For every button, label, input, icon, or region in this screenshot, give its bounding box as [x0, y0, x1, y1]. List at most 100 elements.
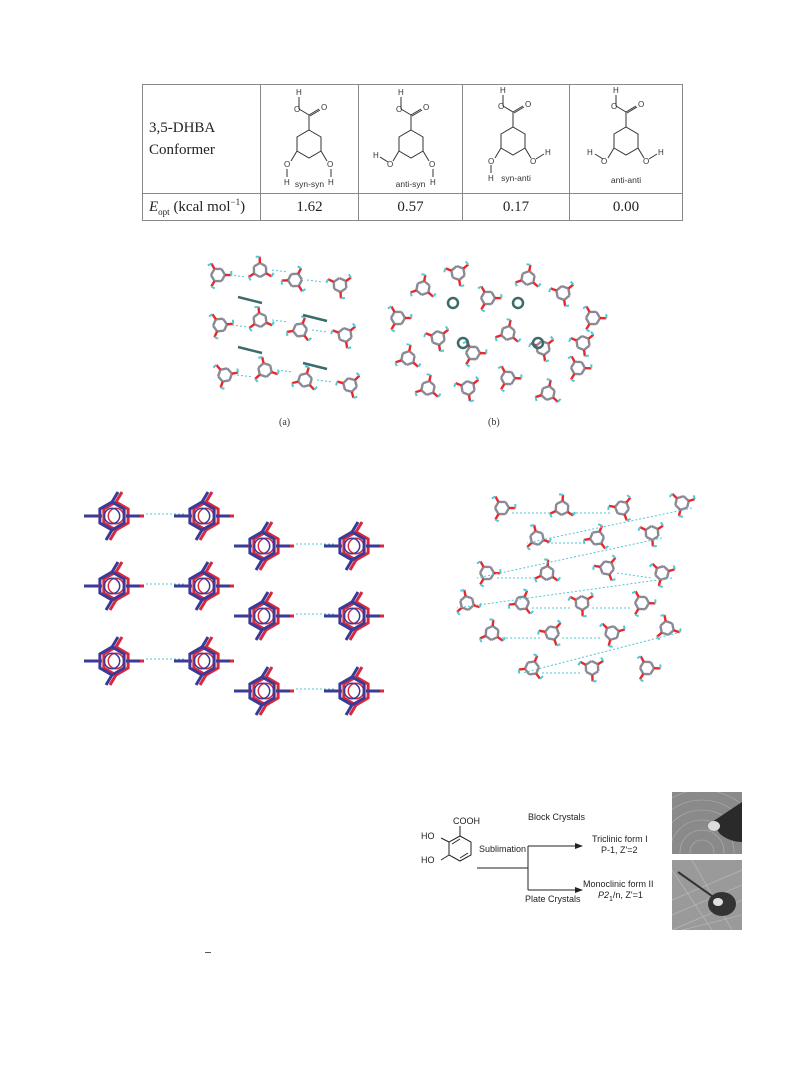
overlay-molecule	[324, 521, 380, 571]
form1-detail: P-1, Z'=2	[601, 845, 638, 855]
caption-a: (a)	[279, 417, 291, 428]
overlay-molecule	[84, 636, 140, 686]
overlay-molecule	[234, 666, 290, 716]
solvent-molecule	[302, 313, 328, 323]
molecule	[330, 322, 357, 350]
overlay-molecule	[174, 491, 230, 541]
overlay-molecule	[234, 591, 290, 641]
svg-text:H: H	[398, 88, 404, 97]
plate-crystals-label: Plate Crystals	[525, 894, 581, 904]
svg-text:H: H	[545, 148, 551, 157]
molecule	[528, 335, 555, 363]
solvent-molecule	[531, 336, 545, 350]
molecule	[212, 364, 240, 390]
form2-name: Monoclinic form II	[583, 879, 654, 889]
molecule	[335, 372, 361, 399]
solvent-molecule	[511, 296, 525, 310]
overbar-mark	[205, 952, 211, 953]
hydrogen-bond	[316, 379, 334, 383]
overlay-molecule	[324, 591, 380, 641]
svg-text:H: H	[296, 88, 302, 97]
svg-text:O: O	[321, 103, 327, 112]
molecule	[409, 273, 437, 298]
molecule	[526, 524, 552, 551]
svg-text:O: O	[488, 157, 494, 166]
molecule	[476, 560, 502, 588]
molecule	[285, 315, 312, 342]
molecule	[582, 523, 609, 550]
overlay-molecule	[84, 561, 140, 611]
molecule	[207, 262, 233, 290]
svg-text:H: H	[587, 148, 593, 157]
svg-text:O: O	[611, 102, 617, 111]
caption-b: (b)	[488, 417, 500, 428]
svg-text:O: O	[643, 157, 649, 166]
table-header-line1: 3,5-DHBA	[149, 120, 216, 136]
molecule	[549, 493, 577, 518]
molecule	[648, 562, 676, 588]
svg-text:O: O	[498, 102, 504, 111]
molecule	[280, 265, 307, 293]
hydrogen-bond	[271, 319, 289, 323]
molecule	[248, 305, 275, 332]
energy-value: 1.62	[260, 193, 359, 221]
molecule	[534, 558, 562, 583]
scheme-lines	[440, 826, 583, 893]
block-crystal-photo	[672, 792, 742, 854]
svg-text:O: O	[284, 160, 290, 169]
svg-text:O: O	[638, 100, 644, 109]
molecule	[607, 494, 632, 522]
conformer-name: syn-anti	[501, 173, 531, 183]
reactant-cooh: COOH	[453, 816, 480, 826]
molecule	[582, 305, 608, 333]
overlay-molecule	[324, 666, 380, 716]
chevron-packing-diagram	[456, 493, 696, 683]
molecule	[456, 589, 482, 616]
reactant-oh-1: HO	[421, 831, 435, 841]
molecule	[668, 493, 696, 518]
hydrogen-bond	[616, 572, 653, 579]
energy-label: Eopt (kcal mol−1)	[142, 193, 261, 221]
molecule	[514, 263, 542, 288]
solvent-molecule	[446, 296, 460, 310]
solvent-molecule	[237, 345, 263, 355]
svg-text:O: O	[530, 157, 536, 166]
hydrogen-bond	[229, 274, 247, 278]
molecule	[636, 655, 662, 683]
hydrogen-bond	[526, 507, 693, 544]
sublimation-scheme: COOH HO HO Sublimation Block Crystals Pl…	[415, 812, 685, 930]
svg-text:H: H	[500, 86, 506, 95]
molecule	[387, 305, 413, 333]
molecule	[567, 355, 593, 383]
svg-text:H: H	[488, 174, 494, 183]
overlay-molecule	[84, 491, 140, 541]
hydrogen-bond	[276, 369, 294, 373]
conformer-name: anti-syn	[395, 179, 426, 189]
hydrogen-bond	[271, 269, 289, 273]
solvent-molecule	[456, 336, 470, 350]
table-header-cell: 3,5-DHBA Conformer	[142, 84, 261, 194]
molecule	[517, 653, 544, 680]
hydrogen-bond	[521, 632, 678, 674]
conformer-name: syn-syn	[294, 179, 325, 189]
molecule	[598, 622, 626, 648]
block-crystal-image	[672, 792, 742, 854]
svg-text:H: H	[613, 86, 619, 95]
block-crystals-label: Block Crystals	[528, 812, 586, 822]
molecule	[537, 619, 562, 647]
molecule	[577, 656, 605, 683]
molecule	[394, 343, 422, 368]
form2-detail: P21/n, Z'=1	[598, 890, 643, 903]
molecule	[291, 365, 318, 391]
molecule	[656, 613, 682, 641]
table-header-line2: Conformer	[149, 142, 215, 158]
molecule	[592, 554, 617, 582]
overlay-structure-diagram	[84, 491, 384, 716]
